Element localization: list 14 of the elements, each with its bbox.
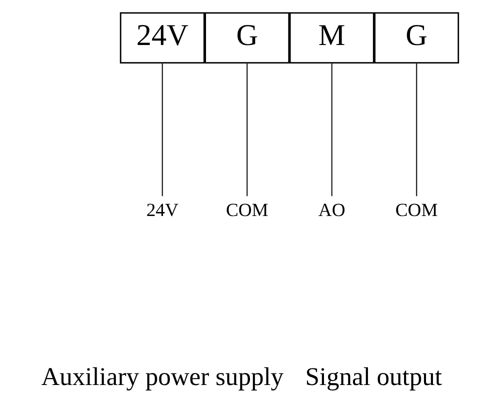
connector bbox=[416, 62, 417, 196]
connector bbox=[330, 62, 332, 196]
node-box: G bbox=[374, 12, 459, 64]
node-box: 24V bbox=[119, 12, 204, 64]
connector bbox=[161, 62, 162, 196]
connector bbox=[246, 62, 248, 196]
node-text: AO bbox=[318, 200, 345, 221]
node-text: COM bbox=[394, 200, 438, 221]
node-text: 24V bbox=[146, 200, 178, 221]
node-box: G bbox=[204, 12, 290, 64]
label: Auxiliary power supply bbox=[40, 362, 284, 392]
node-box: M bbox=[288, 12, 374, 64]
node-text: COM bbox=[225, 200, 268, 221]
label: Signal output bbox=[304, 362, 442, 392]
